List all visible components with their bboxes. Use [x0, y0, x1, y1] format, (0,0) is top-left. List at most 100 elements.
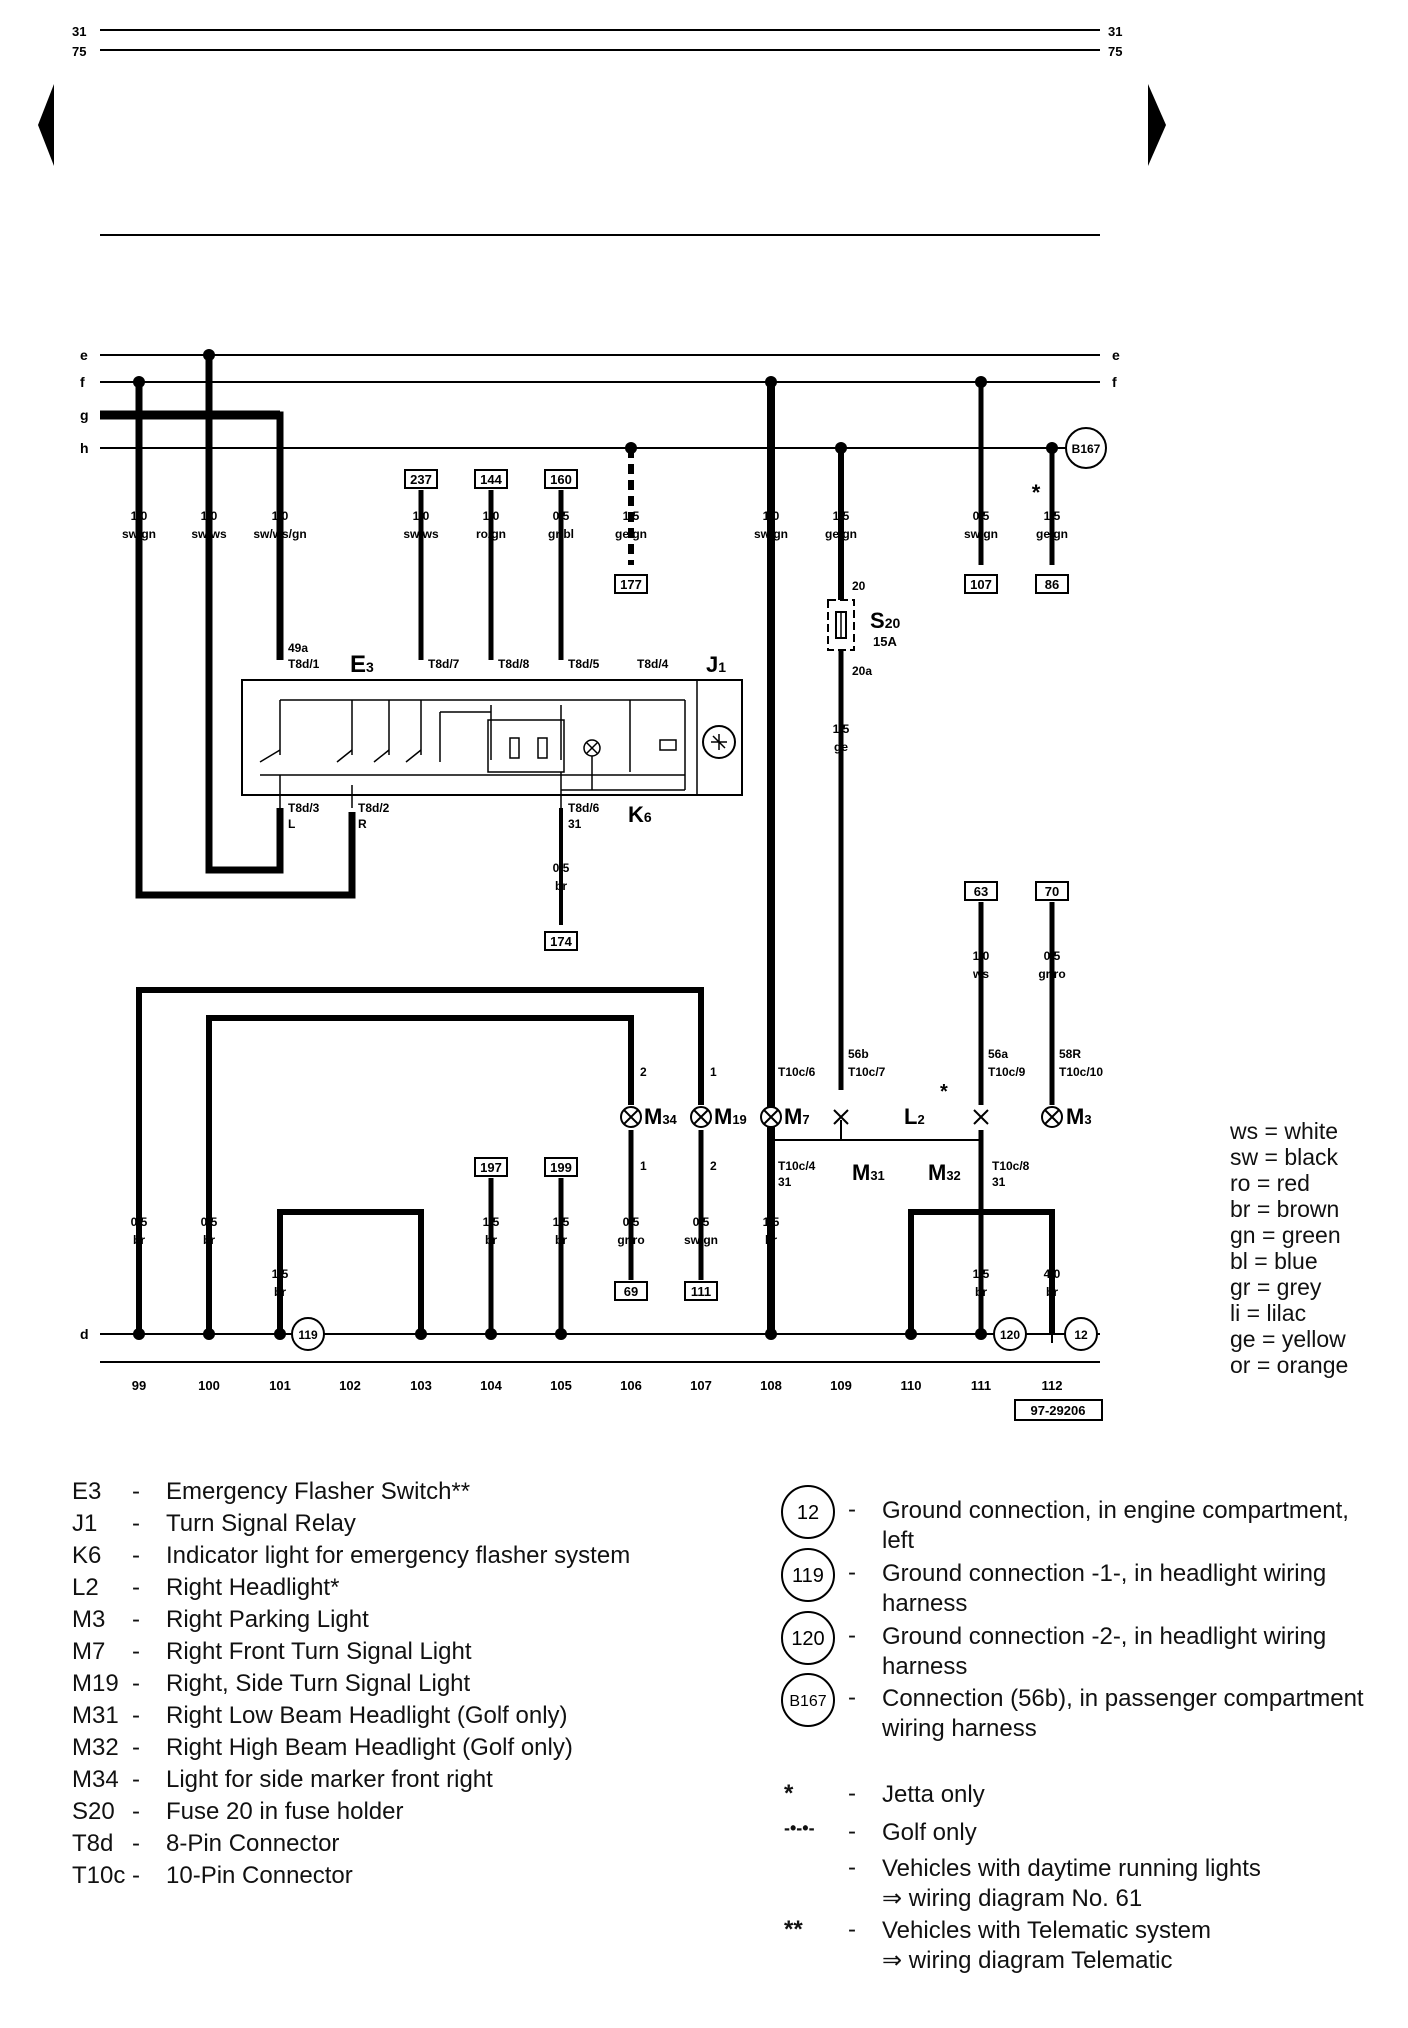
s20-pin-in: 20 — [852, 579, 866, 593]
ref-160: 160 — [550, 472, 572, 487]
lamp-labels: M34 M19 M7 L2 * M3 M31 M32 — [644, 1081, 1092, 1185]
page-header: 31 75 31 75 — [38, 24, 1166, 236]
color-key-row: li = lilac — [1230, 1300, 1307, 1326]
pin-t8d4: T8d/4 — [637, 657, 669, 671]
wire-color-b104: br — [485, 1233, 497, 1247]
ground-legend-desc: Ground connection -2-, in headlight wiri… — [882, 1623, 1327, 1680]
pin-r: R — [358, 817, 367, 831]
note-dash: - — [848, 1854, 856, 1881]
m32-label: M32 — [928, 1160, 961, 1185]
wire-size-109: 1,5 — [833, 509, 850, 523]
wire-color-109: ge/gn — [825, 527, 857, 541]
wire-size-b104: 1,5 — [483, 1215, 500, 1229]
component-legend: E3-Emergency Flasher Switch** J1-Turn Si… — [72, 1478, 631, 1889]
pin-31-m32: 31 — [992, 1175, 1006, 1189]
module-labels: E3 J1 K6 49a T8d/1 T8d/7 T8d/8 T8d/5 T8d… — [288, 641, 726, 831]
previous-page-arrow-icon[interactable] — [38, 84, 54, 166]
track-111: 111 — [971, 1378, 991, 1393]
reference-boxes: 237 144 160 177 107 86 174 63 70 197 199… — [404, 469, 1069, 1301]
legend-ground-12: 12 — [797, 1502, 819, 1524]
m3-label: M3 — [1066, 1104, 1092, 1129]
color-key-row: gr = grey — [1230, 1274, 1322, 1300]
ground-legend-circles: 12 119 120 B167 — [781, 1485, 835, 1727]
m31-label: M31 — [852, 1160, 885, 1185]
wire-color-b105: br — [555, 1233, 567, 1247]
l2-label: L2 — [904, 1104, 925, 1129]
ground-legend-dash: - — [848, 1684, 856, 1711]
pin-56b: 56b — [848, 1047, 869, 1061]
next-page-arrow-icon[interactable] — [1148, 84, 1166, 166]
notes-legend: * - Jetta only -•-•- - Golf only - Vehic… — [784, 1780, 1384, 2000]
wire-size-105: 1,0 — [483, 509, 500, 523]
pin-t8d3: T8d/3 — [288, 801, 320, 815]
note-dash: - — [848, 1780, 856, 1807]
lamp-symbols — [620, 1106, 1063, 1128]
wire-color-b111: br — [975, 1285, 987, 1299]
note-symbol: -•-•- — [784, 1818, 815, 1838]
m34-lamp-icon — [620, 1106, 642, 1128]
wire-size-b106: 0,5 — [623, 1215, 640, 1229]
page-number-left: 31 — [72, 24, 86, 39]
upper-wire-labels: 1,0 sw/gn 1,0 sw/ws 1,0 sw/ws/gn 1,0 sw/… — [122, 509, 1068, 981]
lower-wires — [136, 902, 1055, 1343]
pin-t8d7: T8d/7 — [428, 657, 460, 671]
jetta-only-star: * — [1032, 480, 1041, 505]
color-key-row: gn = green — [1230, 1222, 1341, 1248]
wire-color-b100: br — [203, 1233, 215, 1247]
wire-color-111: sw/gn — [964, 527, 998, 541]
bus-labels: e f g h d e f — [80, 347, 1120, 1342]
pin-56a: 56a — [988, 1047, 1008, 1061]
wire-color-101: sw/ws/gn — [253, 527, 306, 541]
bus-lines — [100, 354, 1100, 1363]
upper-wires — [135, 355, 1055, 1334]
ref-69: 69 — [624, 1284, 638, 1299]
bus-f-label: f — [80, 374, 85, 390]
l2-star: * — [940, 1081, 948, 1103]
wire-size-k6out: 0,5 — [553, 861, 570, 875]
track-110: 110 — [901, 1378, 922, 1393]
note-desc: Golf only — [882, 1819, 977, 1846]
track-107: 107 — [690, 1378, 712, 1393]
ground-legend-desc: Connection (56b), in passenger compartme… — [882, 1685, 1364, 1742]
track-112: 112 — [1042, 1378, 1063, 1393]
fuse-s20: 20 20a S20 15A — [827, 579, 900, 678]
b167-label: B167 — [1072, 442, 1101, 456]
m19-lamp-icon — [690, 1106, 712, 1128]
pin-t8d5: T8d/5 — [568, 657, 600, 671]
wire-size-101: 1,0 — [272, 509, 289, 523]
s20-label: S20 — [870, 608, 900, 633]
pin-t10c10: T10c/10 — [1059, 1065, 1103, 1079]
wire-color-b99: br — [133, 1233, 145, 1247]
pin-t10c7: T10c/7 — [848, 1065, 886, 1079]
wire-size-111: 0,5 — [973, 509, 990, 523]
wire-color-104: sw/ws — [403, 527, 439, 541]
pin-m34-2: 2 — [640, 1065, 647, 1079]
pin-m34-1: 1 — [640, 1159, 647, 1173]
pin-t8d8: T8d/8 — [498, 657, 530, 671]
wire-size-b107: 0,5 — [693, 1215, 710, 1229]
track-101: 101 — [269, 1378, 291, 1393]
s20-amperage: 15A — [873, 634, 897, 649]
wire-size-107: 1,5 — [623, 509, 640, 523]
bus-h-label: h — [80, 440, 89, 456]
color-key-row: sw = black — [1230, 1144, 1339, 1170]
wire-color-106: gr/bl — [548, 527, 574, 541]
note-dash: - — [848, 1916, 856, 1943]
j1-label: J1 — [706, 652, 726, 677]
ref-197: 197 — [480, 1160, 502, 1175]
wire-size-b112: 4,0 — [1044, 1267, 1061, 1281]
wire-color-key: ws = white sw = black ro = red br = brow… — [1230, 1118, 1348, 1378]
wire-color-b108: br — [765, 1233, 777, 1247]
note-desc: Vehicles with Telematic system⇒ wiring d… — [882, 1917, 1212, 1974]
wire-size-106: 0,5 — [553, 509, 570, 523]
page-sub-right: 75 — [1108, 44, 1122, 59]
legend-connection-b167: B167 — [789, 1693, 826, 1710]
pin-l: L — [288, 817, 295, 831]
bus-e-label: e — [80, 347, 88, 363]
track-104: 104 — [480, 1378, 502, 1393]
m7-label: M7 — [784, 1104, 810, 1129]
lower-wire-labels: 0,5 br 0,5 br 1,5 br 1,5 br 1,5 br 0,5 g… — [131, 1215, 1061, 1299]
note-desc: Jetta only — [882, 1781, 985, 1808]
ref-70: 70 — [1045, 884, 1059, 899]
